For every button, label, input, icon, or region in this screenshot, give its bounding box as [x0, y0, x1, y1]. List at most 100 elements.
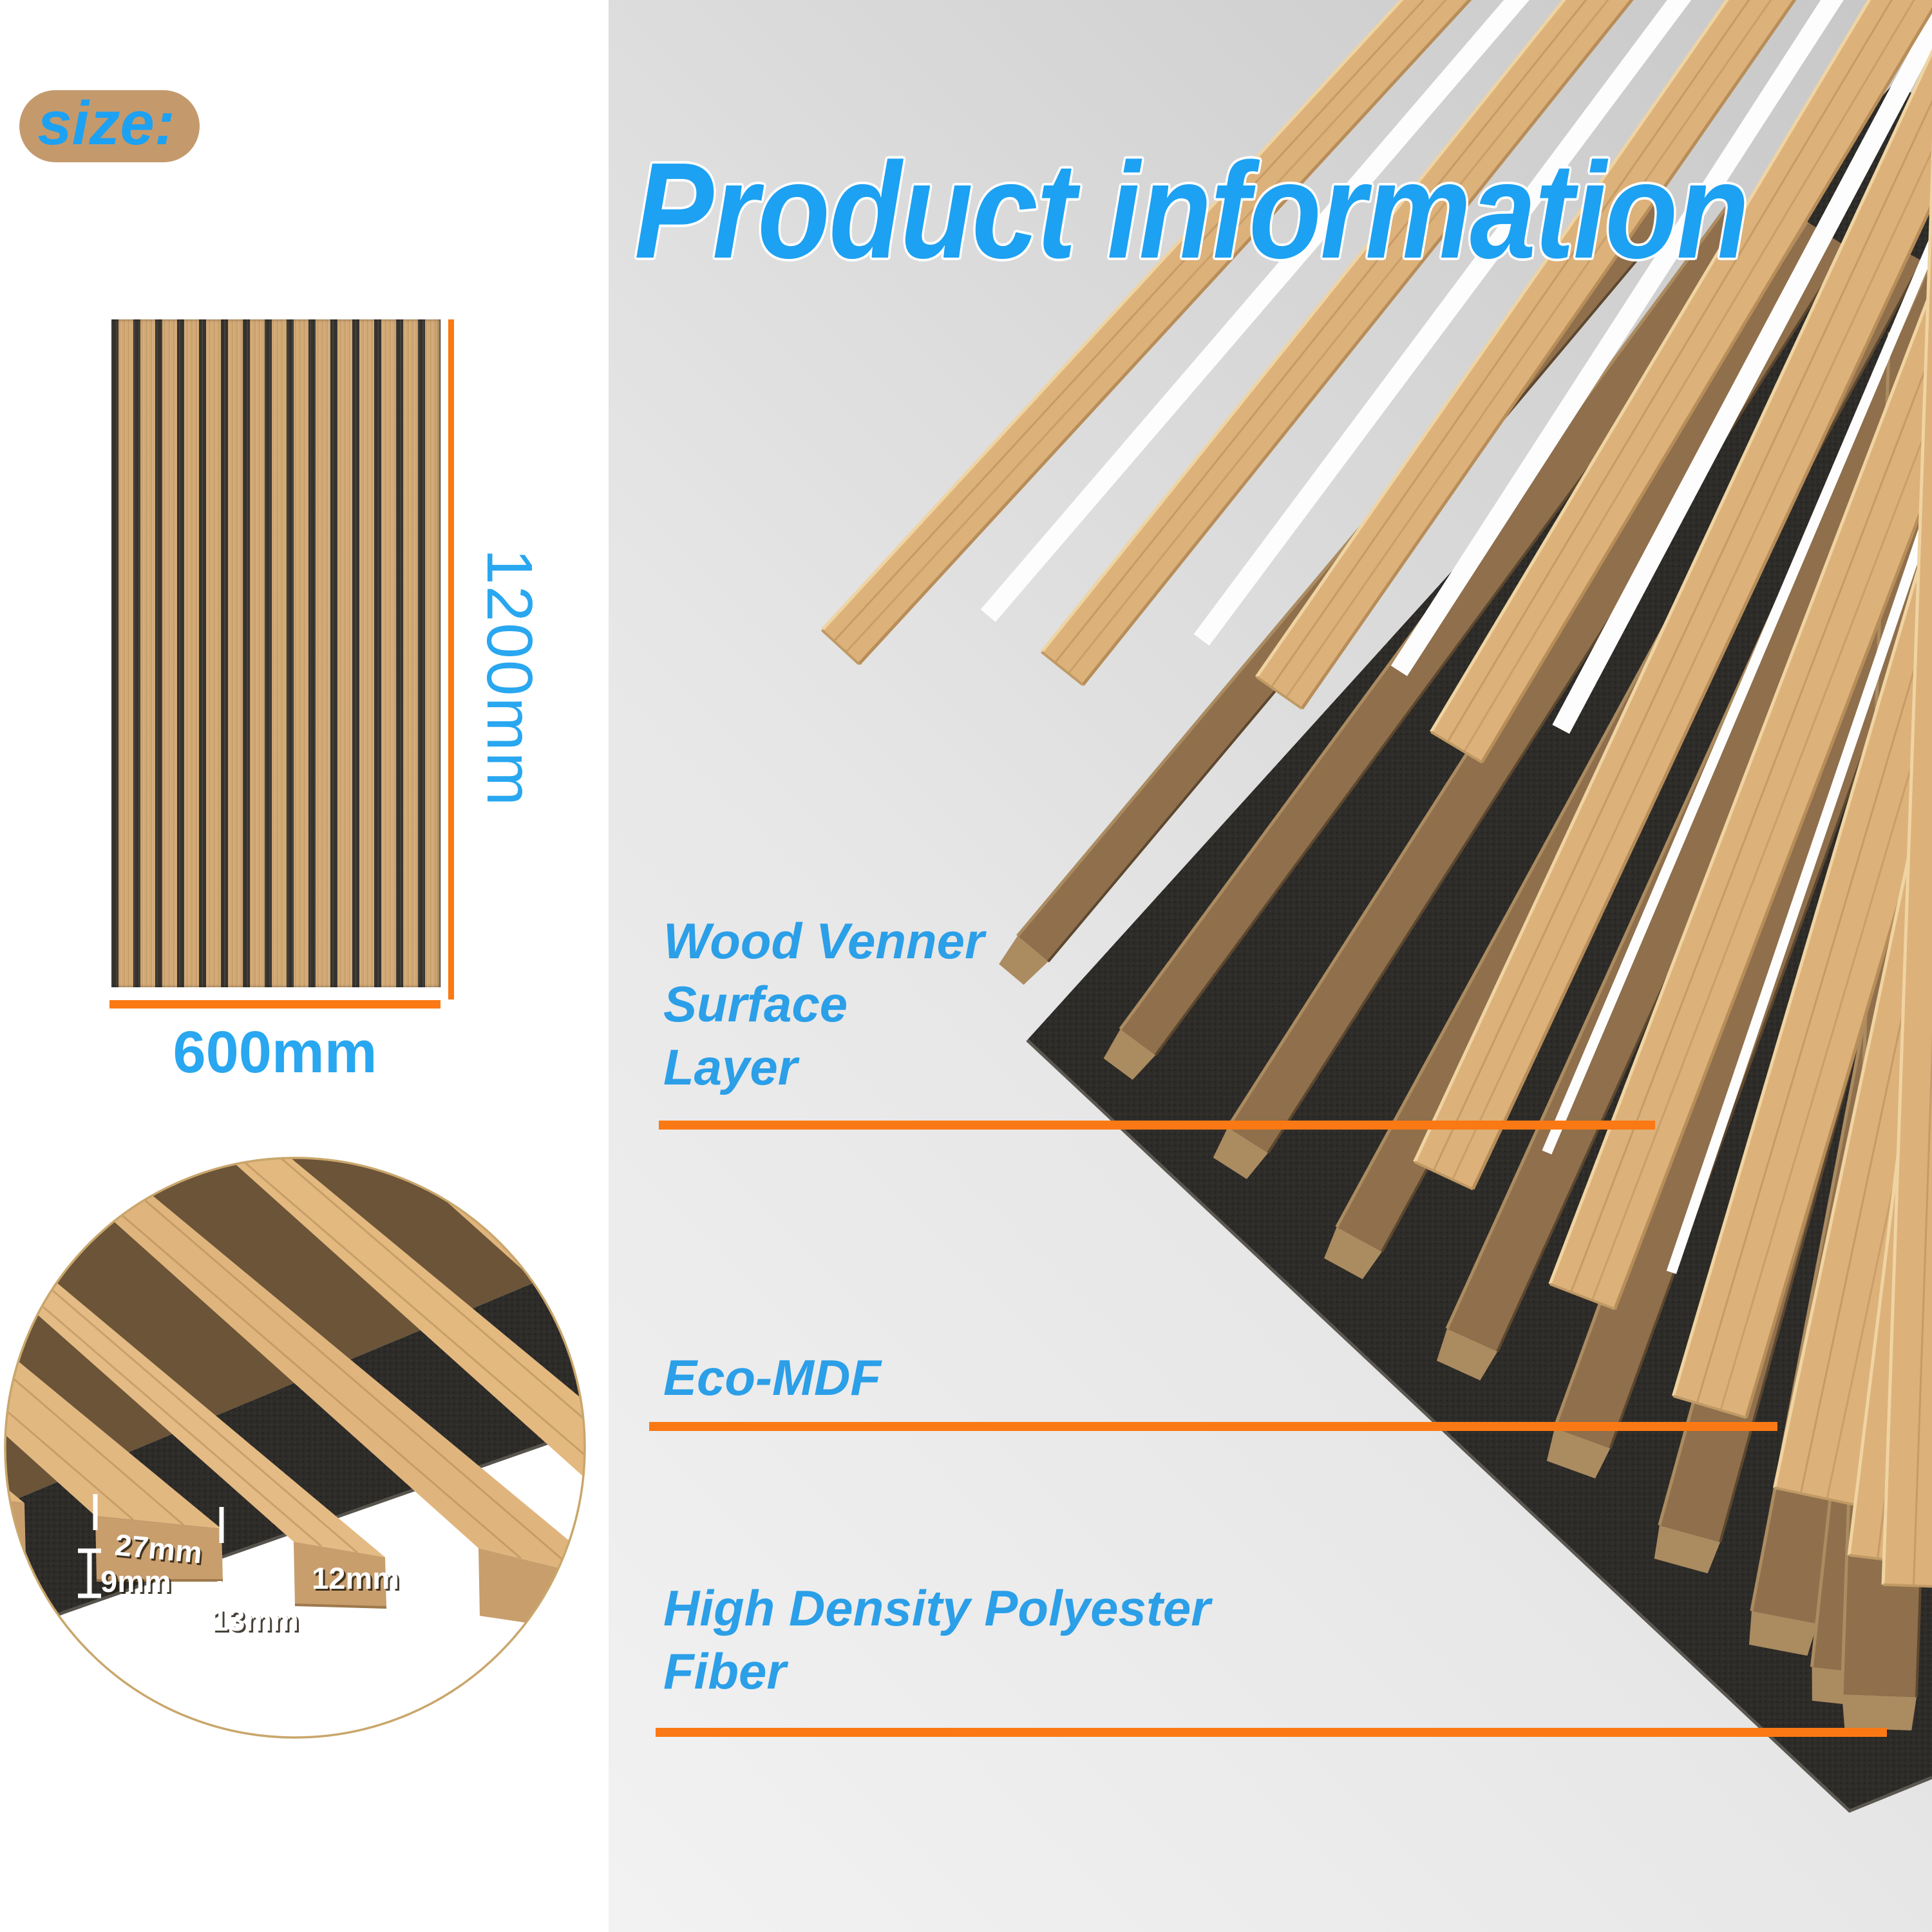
slat-top-face — [142, 1158, 585, 1606]
oak-slat — [822, 0, 1470, 665]
oak-slat-tip-edge — [1255, 676, 1303, 710]
mdf-strip-tip — [1749, 1611, 1817, 1656]
oak-slat — [1041, 0, 1632, 685]
slat-top-face — [5, 1158, 222, 1529]
veneer-layer-underline — [659, 1121, 1655, 1130]
oak-slat-shadow-edge — [1081, 0, 1634, 687]
oak-grain-line — [1696, 606, 1932, 1404]
mdf-layer-label: Eco-MDF — [663, 1346, 881, 1409]
oak-grain-line — [1270, 0, 1750, 688]
size-badge-label: size: — [37, 89, 175, 158]
size-badge: size: — [19, 89, 200, 162]
fiber-layer-underline — [656, 1728, 1887, 1737]
oak-slat-highlight-edge — [1881, 137, 1932, 1585]
mdf-strip-tip — [1324, 1227, 1382, 1280]
slat-width-label-shadow: 27mm — [115, 1530, 205, 1572]
mdf-strip-tip — [1103, 1029, 1156, 1080]
dimension-labels: 27mm 27mm 9mm 9mm 13mm 13mm 12mm 12mm — [100, 1528, 401, 1639]
oak-slat-tip-edge — [1549, 1283, 1616, 1311]
dimension-markers — [78, 1494, 423, 1612]
slat-front-face — [294, 1542, 386, 1607]
oak-grain-line — [1912, 1031, 1932, 1586]
oak-slat-shadow-edge — [857, 0, 1472, 665]
oak-slat-tip-edge — [1041, 650, 1084, 687]
oak-slat-shadow-edge — [1745, 784, 1932, 1419]
oak-slat-highlight-edge — [1847, 865, 1932, 1556]
oak-grain-line — [1799, 871, 1932, 1494]
fiber-layer-label: High Density Polyester Fiber — [663, 1577, 1211, 1703]
oak-slat — [1549, 289, 1932, 1309]
oak-slat-tip-edge — [1430, 730, 1483, 764]
oak-slat-highlight-edge — [1548, 284, 1932, 1285]
width-dimension-line — [109, 1000, 440, 1009]
oak-slat — [1414, 52, 1932, 1189]
oak-slat-highlight-edge — [1040, 0, 1566, 653]
oak-grain-line — [1067, 0, 1609, 674]
mdf-strip-tip — [1213, 1127, 1268, 1179]
slat-thickness-label-shadow: 12mm — [314, 1563, 401, 1597]
felt-thickness-label: 9mm — [100, 1564, 171, 1598]
oak-slat-highlight-edge — [1255, 0, 1729, 678]
white-gap-sliver — [1552, 9, 1932, 734]
wood-grain-texture — [111, 319, 440, 987]
white-gap-sliver — [980, 0, 1530, 622]
height-dimension-line — [448, 319, 454, 999]
oak-grain-line — [1432, 99, 1932, 1171]
oak-grain-line — [845, 0, 1447, 653]
exploded-panel-render — [820, 0, 1932, 1813]
oak-grain-line — [1446, 0, 1893, 743]
mdf-strip-tip — [999, 936, 1048, 985]
circle-border — [4, 1157, 586, 1739]
slot-gap-label: 13mm — [211, 1603, 299, 1637]
veneer-layer-label-line1: Wood Venner — [663, 913, 985, 969]
oak-slat-shadow-edge — [1471, 200, 1932, 1190]
mdf-strip-shadow-edge — [1267, 246, 1849, 1154]
white-gap-sliver — [1390, 0, 1844, 676]
oak-slat-shadow-edge — [1481, 7, 1932, 764]
oak-slat-highlight-edge — [1773, 739, 1932, 1488]
oak-slat-tip-edge — [1414, 1160, 1473, 1191]
oak-grain-line — [1452, 149, 1932, 1180]
slat-width-label: 27mm — [113, 1528, 204, 1570]
slat-top-face — [5, 1158, 385, 1557]
felt-sheet-edge — [1026, 1039, 1932, 1813]
oak-grain-line — [1826, 999, 1932, 1499]
veneer-layer-label-line2: Surface — [663, 976, 848, 1032]
mdf-layer-label-line1: Eco-MDF — [663, 1349, 881, 1406]
white-gap-sliver — [1666, 488, 1932, 1274]
oak-slat — [1431, 0, 1932, 762]
oak-grain-line — [1285, 0, 1772, 698]
mdf-strip — [1227, 222, 1848, 1153]
oak-slat-tip-edge — [821, 629, 860, 665]
mdf-strip — [1120, 207, 1762, 1056]
oak-grain-line — [833, 0, 1425, 642]
oak-grain-line — [1570, 349, 1932, 1293]
white-gap-sliver — [1542, 231, 1932, 1155]
width-dimension-label: 600mm — [173, 1019, 377, 1085]
oak-slat-highlight-edge — [1671, 516, 1932, 1397]
oak-slat-tip-edge — [1882, 1583, 1932, 1588]
oak-slat-shadow-edge — [1300, 0, 1797, 710]
slat-thickness-label: 12mm — [312, 1561, 399, 1595]
cross-section-detail-circle: 27mm 27mm 9mm 9mm 13mm 13mm 12mm 12mm — [4, 1157, 586, 1739]
felt-thickness-label-shadow: 9mm — [102, 1566, 173, 1600]
oak-slat-highlight-edge — [1430, 0, 1871, 733]
oak-slat — [1256, 0, 1795, 709]
cross-section-scene: 27mm 27mm 9mm 9mm 13mm 13mm 12mm 12mm — [5, 1158, 585, 1738]
oak-grain-line — [1054, 0, 1587, 663]
page-title: Product information — [634, 134, 1749, 287]
fiber-layer-label-line2: Fiber — [663, 1643, 786, 1700]
oak-slat-shadow-edge — [1613, 478, 1932, 1310]
veneer-layer-label: Wood Venner Surface Layer — [663, 909, 984, 1099]
mdf-layer-underline — [649, 1422, 1777, 1431]
veneer-layer-label-line3: Layer — [663, 1039, 798, 1095]
slat-front-face — [95, 1516, 223, 1580]
oak-slat-highlight-edge — [820, 0, 1404, 632]
oak-grain-line — [1463, 0, 1915, 752]
height-dimension-label: 1200mm — [473, 549, 545, 808]
oak-grain-line — [1719, 693, 1932, 1411]
mdf-strip-tip — [1654, 1525, 1721, 1574]
fiber-layer-label-line1: High Density Polyester — [663, 1580, 1211, 1636]
oak-slat-tip-edge — [1774, 1486, 1856, 1506]
white-gap-sliver — [1193, 0, 1692, 646]
